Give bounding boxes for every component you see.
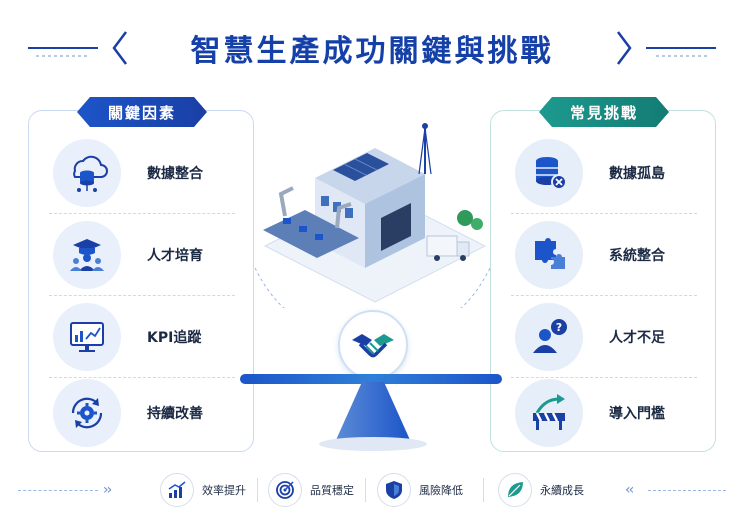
outcome-item: 永續成長: [498, 470, 584, 510]
target-icon: [268, 473, 302, 507]
challenge-item: 導入門檻: [491, 373, 715, 453]
handshake-icon: [338, 310, 408, 380]
chevrons-right-icon: ››: [103, 482, 112, 498]
title-decoration-left: [28, 31, 127, 65]
divider: [511, 295, 697, 296]
factory-illustration: [255, 123, 490, 308]
title-area: 智慧生產成功關鍵與挑戰: [0, 18, 744, 78]
key-factors-panel: 關鍵因素 數據整合 人才培育: [28, 97, 254, 453]
challenge-label: 數據孤島: [609, 166, 665, 182]
divider: [511, 213, 697, 214]
barrier-arrow-icon: [515, 379, 583, 447]
divider: [49, 377, 235, 378]
outcome-label: 品質穩定: [310, 484, 354, 497]
svg-text:?: ?: [556, 321, 562, 334]
bar-growth-icon: [160, 473, 194, 507]
balance-fulcrum: [319, 382, 427, 451]
dashed-line-right: [648, 490, 726, 491]
outcome-item: 品質穩定: [268, 470, 354, 510]
challenges-panel: 常見挑戰 數據孤島 系統整合: [490, 97, 716, 453]
key-factor-item: KPI追蹤: [29, 297, 253, 377]
divider: [511, 377, 697, 378]
balance-beam: [240, 374, 502, 384]
outcome-item: 效率提升: [160, 470, 246, 510]
challenge-label: 人才不足: [609, 330, 665, 346]
person-question-icon: ?: [515, 303, 583, 371]
challenge-item: 數據孤島: [491, 133, 715, 213]
key-factor-item: 持續改善: [29, 373, 253, 453]
key-factor-item: 人才培育: [29, 215, 253, 295]
challenge-label: 導入門檻: [609, 406, 665, 422]
outcome-label: 風險降低: [419, 484, 463, 497]
chevrons-left-icon: ‹‹: [625, 482, 634, 498]
key-factor-label: 持續改善: [147, 406, 203, 422]
page-title: 智慧生產成功關鍵與挑戰: [190, 34, 554, 69]
outcome-label: 效率提升: [202, 484, 246, 497]
dashed-line-left: [18, 490, 98, 491]
graduation-team-icon: [53, 221, 121, 289]
key-factors-heading: 關鍵因素: [77, 97, 207, 127]
key-factor-label: 人才培育: [147, 248, 203, 264]
title-decoration-right: [617, 31, 716, 65]
challenge-item: ? 人才不足: [491, 297, 715, 377]
separator: [483, 478, 484, 502]
puzzle-icon: [515, 221, 583, 289]
database-error-icon: [515, 139, 583, 207]
key-factor-item: 數據整合: [29, 133, 253, 213]
leaf-icon: [498, 473, 532, 507]
divider: [49, 295, 235, 296]
outcomes-bar: ›› 效率提升 品質穩定: [0, 470, 744, 510]
gear-cycle-icon: [53, 379, 121, 447]
outcome-item: 風險降低: [377, 470, 463, 510]
divider: [49, 213, 235, 214]
outcome-label: 永續成長: [540, 484, 584, 497]
challenges-heading: 常見挑戰: [539, 97, 669, 127]
challenge-item: 系統整合: [491, 215, 715, 295]
key-factor-label: 數據整合: [147, 166, 203, 182]
separator: [257, 478, 258, 502]
challenge-label: 系統整合: [609, 248, 665, 264]
dashboard-chart-icon: [53, 303, 121, 371]
cloud-database-icon: [53, 139, 121, 207]
shield-icon: [377, 473, 411, 507]
separator: [365, 478, 366, 502]
key-factor-label: KPI追蹤: [147, 330, 202, 346]
